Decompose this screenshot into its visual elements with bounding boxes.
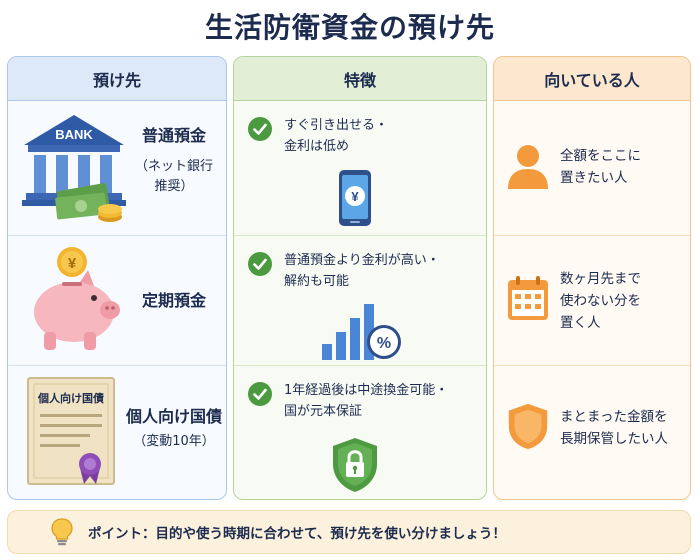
feature-text: すぐ引き出せる・ 金利は低め — [284, 115, 480, 157]
suited-for-text: 数ヶ月先まで 使わない分を 置く人 — [560, 268, 688, 334]
suited-for-cell: 数ヶ月先まで 使わない分を 置く人 — [494, 235, 690, 365]
bond-certificate-illustration: 個人向け国債 — [18, 372, 130, 490]
suited-for-line: 数ヶ月先まで — [560, 271, 641, 287]
shield-lock-icon — [333, 438, 377, 492]
destination-name: 定期預金 — [141, 291, 206, 310]
suited-for-line: 置く人 — [560, 315, 601, 331]
feature-cell: 1年経過後は中途換金可能・ 国が元本保証 — [234, 365, 486, 499]
feature-line: 1年経過後は中途換金可能・ — [284, 383, 449, 398]
features-column: 特徴 すぐ引き出せる・ 金利は低め ¥ 普通預金より金利が高い・ 解約も可能 — [233, 56, 487, 500]
row-government-bond: 個人向け国債 個人向け国債 （変動10年） — [8, 365, 226, 499]
destination-header: 預け先 — [8, 57, 226, 101]
destination-note: （ネット銀行 — [134, 159, 213, 174]
feature-text: 普通預金より金利が高い・ 解約も可能 — [284, 250, 480, 292]
bar-chart-percent-icon: % — [322, 304, 401, 360]
percent-symbol: % — [377, 335, 391, 352]
smartphone-yen-icon: ¥ — [339, 170, 371, 226]
check-icon — [248, 382, 272, 406]
tip-text: ポイント：目的や使う時期に合わせて、預け先を使い分けましょう！ — [88, 526, 506, 542]
suited-for-text: まとまった金額を 長期保管したい人 — [560, 406, 688, 450]
suited-for-column: 向いている人 全額をここに 置きたい人 数ヶ月先まで 使わない分を 置く人 — [493, 56, 691, 500]
check-icon — [248, 117, 272, 141]
page-title: 生活防衛資金の預け先 — [204, 11, 495, 44]
feature-line: 普通預金より金利が高い・ — [284, 253, 440, 268]
suited-for-line: まとまった金額を — [560, 409, 668, 425]
feature-cell: すぐ引き出せる・ 金利は低め ¥ — [234, 101, 486, 235]
row-time-deposit: ¥ 定期預金 — [8, 235, 226, 365]
person-icon — [508, 145, 548, 189]
piggy-bank-illustration: ¥ — [18, 242, 130, 360]
feature-line: すぐ引き出せる・ — [284, 118, 389, 133]
feature-line: 解約も可能 — [284, 274, 350, 289]
destination-name: 普通預金 — [141, 126, 206, 145]
shield-icon — [508, 403, 548, 450]
yen-coin-symbol: ¥ — [68, 255, 77, 272]
check-icon — [248, 252, 272, 276]
destination-column: 預け先 BANK 普通預金 （ネット銀行 推奨） — [7, 56, 227, 500]
bank-illustration: BANK — [18, 107, 130, 225]
suited-for-line: 長期保管したい人 — [560, 431, 668, 447]
features-header: 特徴 — [234, 57, 486, 101]
feature-line: 金利は低め — [284, 139, 350, 154]
suited-for-cell: 全額をここに 置きたい人 — [494, 101, 690, 235]
feature-cell: 普通預金より金利が高い・ 解約も可能 % — [234, 235, 486, 365]
destination-name: 個人向け国債 — [125, 407, 222, 426]
suited-for-header: 向いている人 — [494, 57, 690, 101]
destination-note: （変動10年） — [133, 434, 215, 449]
row-ordinary-deposit: BANK 普通預金 （ネット銀行 推奨） — [8, 101, 226, 235]
lightbulb-icon — [51, 518, 73, 546]
feature-line: 国が元本保証 — [284, 404, 363, 419]
calendar-icon — [508, 276, 548, 320]
suited-for-cell: まとまった金額を 長期保管したい人 — [494, 365, 690, 499]
suited-for-line: 全額をここに — [560, 148, 641, 164]
destination-note: 推奨） — [154, 179, 194, 194]
certificate-title-text: 個人向け国債 — [37, 391, 104, 405]
suited-for-line: 置きたい人 — [560, 170, 628, 186]
feature-text: 1年経過後は中途換金可能・ 国が元本保証 — [284, 380, 480, 422]
phone-yen-symbol: ¥ — [351, 189, 359, 204]
suited-for-text: 全額をここに 置きたい人 — [560, 145, 688, 189]
tip-banner: ポイント：目的や使う時期に合わせて、預け先を使い分けましょう！ — [7, 510, 691, 554]
suited-for-line: 使わない分を — [560, 293, 641, 309]
bank-sign-text: BANK — [55, 127, 93, 142]
